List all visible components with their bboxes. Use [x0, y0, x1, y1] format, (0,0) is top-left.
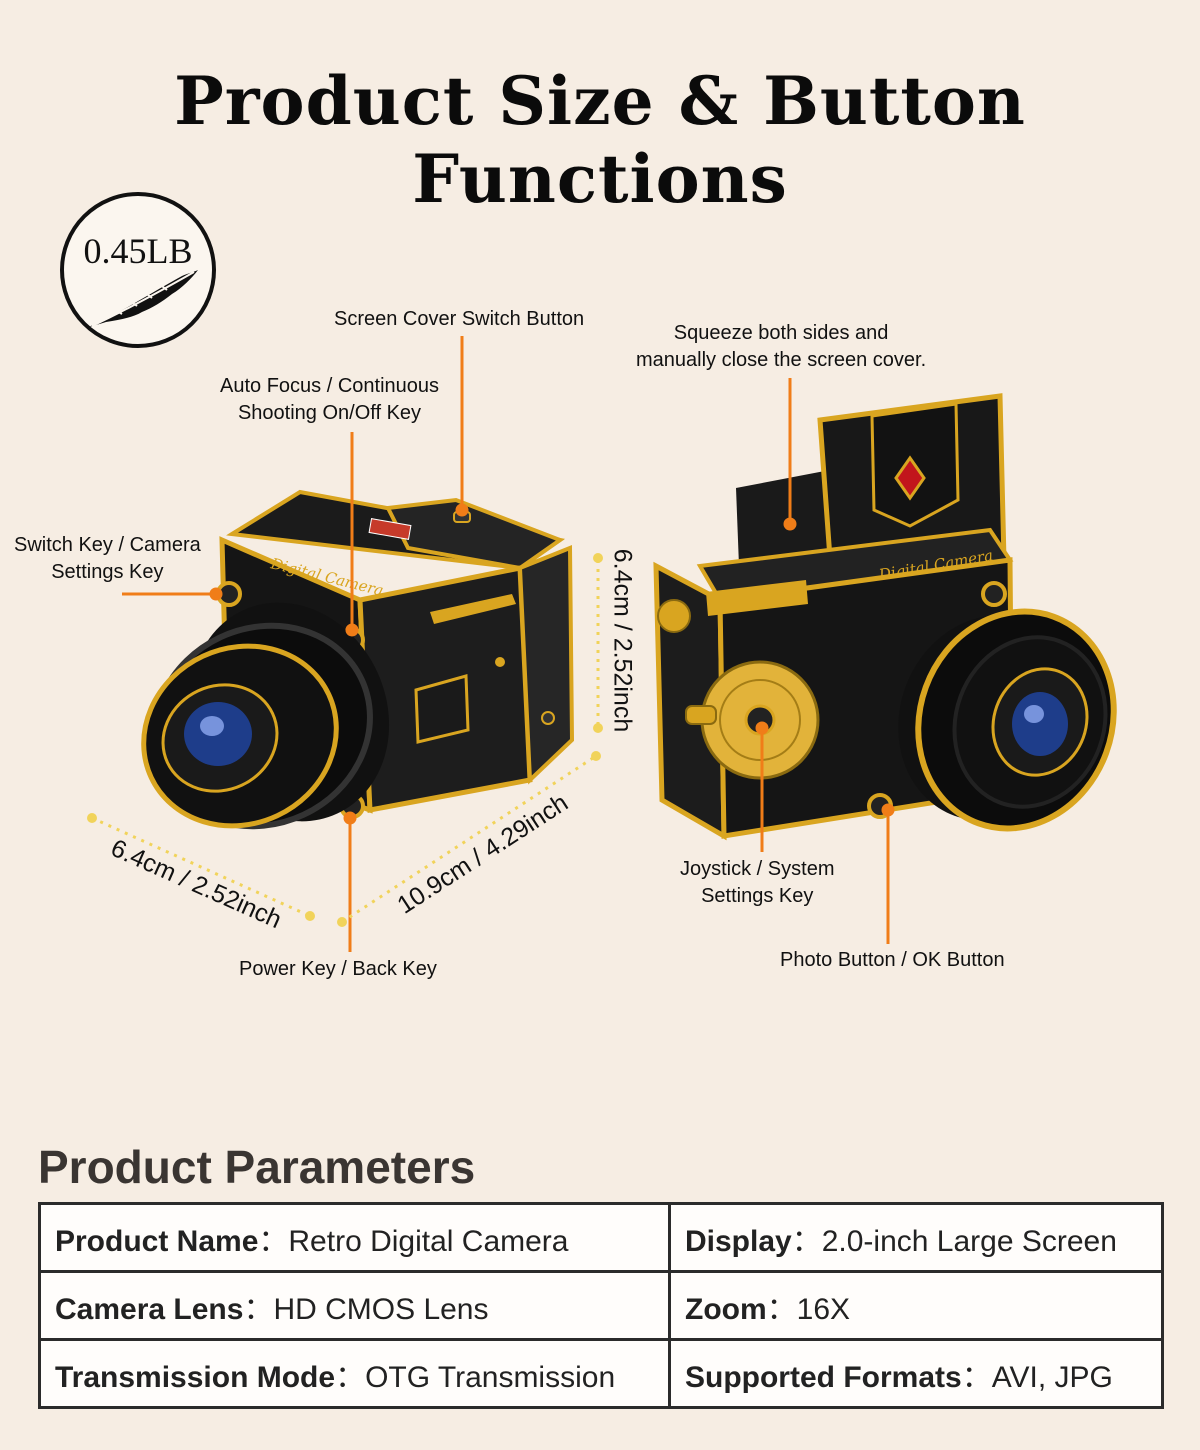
power-key-label: Power Key / Back Key — [239, 958, 437, 980]
right-camera: Digital Camera — [653, 393, 1117, 841]
table-row: Camera Lens：HD CMOS Lens Zoom：16X — [38, 1270, 1164, 1341]
page-title: Product Size & Button Functions — [174, 62, 1026, 218]
squeeze-screen-cover-label: Squeeze both sides and manually close th… — [636, 322, 927, 371]
table-row: Product Name：Retro Digital Camera Displa… — [38, 1202, 1164, 1273]
param-cell: Zoom：16X — [668, 1270, 1164, 1341]
joystick-label: Joystick / System Settings Key — [680, 858, 835, 907]
params-table: Product Name：Retro Digital Camera Displa… — [38, 1202, 1164, 1409]
param-cell: Display：2.0-inch Large Screen — [668, 1202, 1164, 1273]
screen-cover-switch-label: Screen Cover Switch Button — [334, 308, 585, 330]
weight-badge: 0.45LB — [60, 192, 216, 348]
params-title: Product Parameters — [38, 1141, 476, 1193]
param-cell: Transmission Mode：OTG Transmission — [38, 1338, 671, 1409]
param-cell: Supported Formats：AVI, JPG — [668, 1338, 1164, 1409]
left-camera: Digital Camera — [141, 489, 575, 830]
switch-key-label: Switch Key / Camera Settings Key — [14, 534, 201, 583]
weight-text: 0.45LB — [83, 231, 193, 271]
auto-focus-key-label: Auto Focus / Continuous Shooting On/Off … — [220, 375, 440, 424]
param-cell: Product Name：Retro Digital Camera — [38, 1202, 671, 1273]
camera-illustration: Digital Camera Digital Camera — [87, 336, 1117, 952]
table-row: Transmission Mode：OTG Transmission Suppo… — [38, 1338, 1164, 1409]
dimension-height: 6.4cm / 2.52inch — [608, 548, 637, 733]
photo-button-label: Photo Button / OK Button — [780, 949, 1005, 971]
feather-icon — [86, 270, 198, 328]
param-cell: Camera Lens：HD CMOS Lens — [38, 1270, 671, 1341]
